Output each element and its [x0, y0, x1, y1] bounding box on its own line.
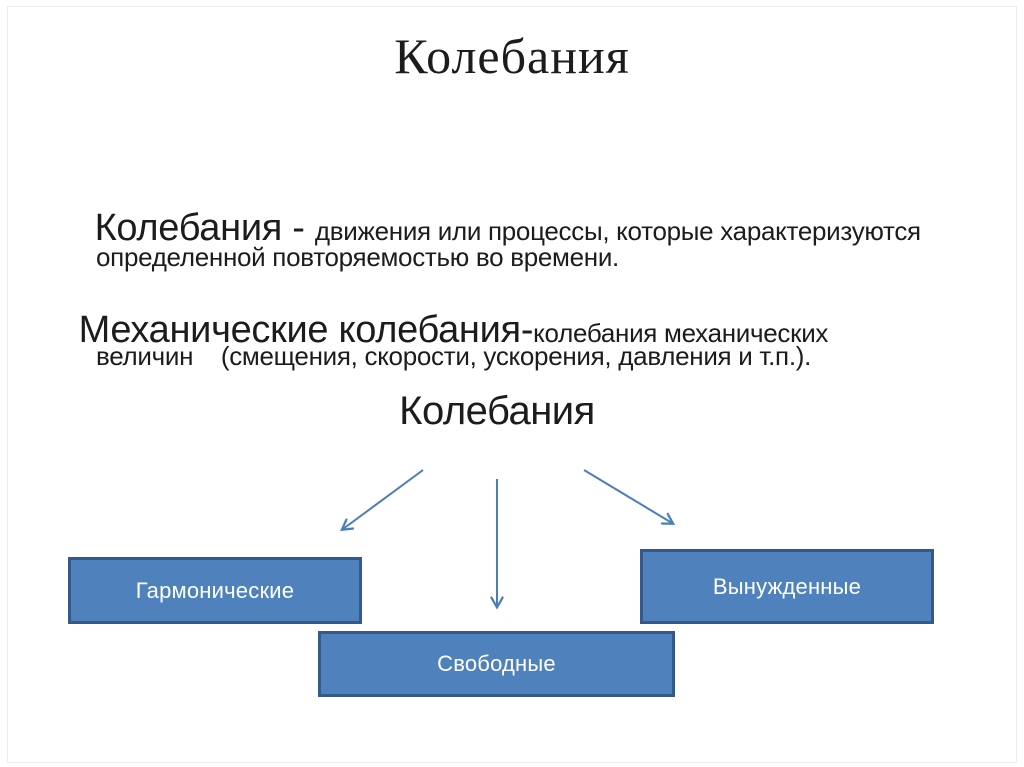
definition-oscillations-line1: Колебания - движения или процессы, котор…: [78, 186, 922, 273]
definition-mechanical-text: колебания механических: [533, 318, 829, 348]
definition-mechanical-line2: величин (смещения, скорости, ускорения, …: [96, 341, 812, 371]
arrow-to-harmonic-icon: [343, 469, 424, 529]
definition-mechanical-line1: Механические колебания-колебания механич…: [62, 288, 829, 375]
node-forced: Вынужденные: [640, 549, 934, 624]
node-forced-label: Вынужденные: [712, 573, 862, 599]
node-free-label: Свободные: [437, 651, 556, 676]
definition-oscillations-line2: определенной повторяемостью во времени.: [96, 242, 619, 272]
slide-title: Колебания: [394, 28, 630, 84]
arrow-to-forced-icon: [583, 469, 672, 523]
node-harmonic-label: Гармонические: [135, 577, 295, 603]
diagram-heading: Колебания: [399, 389, 595, 433]
definition-oscillations-term: Колебания -: [94, 207, 315, 249]
definition-mechanical-term: Механические колебания-: [78, 309, 534, 351]
node-free: Свободные: [318, 631, 675, 697]
node-harmonic: Гармонические: [68, 557, 362, 624]
definition-oscillations-text: движения или процессы, которые характери…: [314, 216, 921, 246]
